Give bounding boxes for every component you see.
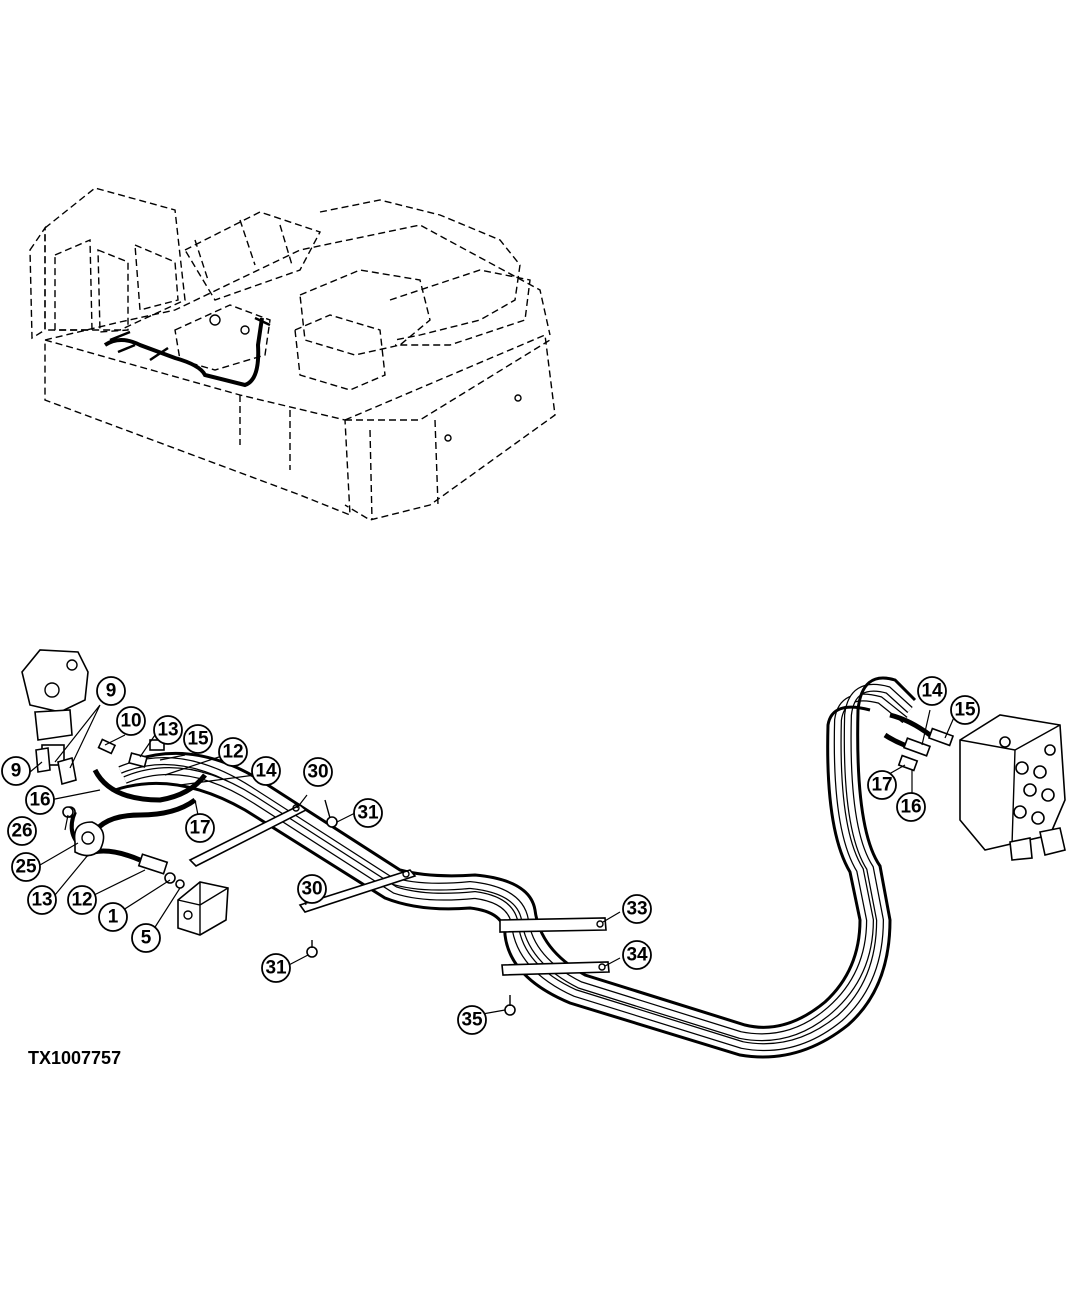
callout-17a: 17 xyxy=(185,813,215,843)
svg-text:5: 5 xyxy=(141,928,152,949)
callout-1: 1 xyxy=(98,902,128,932)
callout-13a: 13 xyxy=(153,715,183,745)
callout-30a: 30 xyxy=(303,757,333,787)
svg-text:16: 16 xyxy=(900,797,921,818)
callout-14b: 14 xyxy=(917,676,947,706)
callout-31b: 31 xyxy=(261,953,291,983)
svg-text:13: 13 xyxy=(157,720,178,741)
callout-9b: 9 xyxy=(1,756,31,786)
callout-12b: 12 xyxy=(67,885,97,915)
svg-text:10: 10 xyxy=(120,711,141,732)
control-valve xyxy=(959,714,1066,861)
callout-5: 5 xyxy=(131,923,161,953)
svg-text:31: 31 xyxy=(357,803,379,824)
callout-26: 26 xyxy=(7,816,37,846)
brackets xyxy=(188,804,610,976)
svg-text:14: 14 xyxy=(255,761,277,782)
figure-id: TX1007757 xyxy=(28,1048,122,1068)
svg-text:35: 35 xyxy=(461,1010,483,1031)
svg-text:13: 13 xyxy=(31,890,52,911)
callout-10: 10 xyxy=(116,706,146,736)
svg-text:1: 1 xyxy=(108,907,119,928)
svg-text:31: 31 xyxy=(265,958,287,979)
callout-34: 34 xyxy=(622,940,652,970)
hose-clamp xyxy=(73,821,105,857)
callout-30b: 30 xyxy=(297,874,327,904)
svg-text:9: 9 xyxy=(106,681,117,702)
svg-text:25: 25 xyxy=(15,857,37,878)
svg-text:26: 26 xyxy=(11,821,32,842)
svg-text:15: 15 xyxy=(187,729,209,750)
port-block xyxy=(177,881,229,936)
callout-33: 33 xyxy=(622,894,652,924)
callout-17b: 17 xyxy=(867,770,897,800)
svg-text:34: 34 xyxy=(626,945,648,966)
svg-text:9: 9 xyxy=(11,761,22,782)
svg-text:14: 14 xyxy=(921,681,943,702)
callout-31a: 31 xyxy=(353,798,383,828)
callout-25: 25 xyxy=(11,852,41,882)
svg-text:30: 30 xyxy=(307,762,328,783)
callout-9a: 9 xyxy=(96,676,126,706)
callout-35: 35 xyxy=(457,1005,487,1035)
pilot-valve-assembly xyxy=(21,649,89,786)
svg-text:15: 15 xyxy=(954,700,976,721)
callout-12a: 12 xyxy=(218,737,248,767)
callout-16b: 16 xyxy=(896,792,926,822)
svg-text:12: 12 xyxy=(222,742,243,763)
svg-text:30: 30 xyxy=(301,879,322,900)
callout-14a: 14 xyxy=(251,756,281,786)
svg-text:17: 17 xyxy=(189,818,210,839)
callout-13b: 13 xyxy=(27,885,57,915)
svg-text:12: 12 xyxy=(71,890,92,911)
svg-text:17: 17 xyxy=(871,775,892,796)
leader-lines xyxy=(29,704,956,1019)
svg-text:16: 16 xyxy=(29,790,50,811)
callout-15a: 15 xyxy=(183,724,213,754)
machine-overview-outline xyxy=(29,187,556,521)
callout-16a: 16 xyxy=(25,785,55,815)
callout-15b: 15 xyxy=(950,695,980,725)
svg-text:33: 33 xyxy=(626,899,647,920)
